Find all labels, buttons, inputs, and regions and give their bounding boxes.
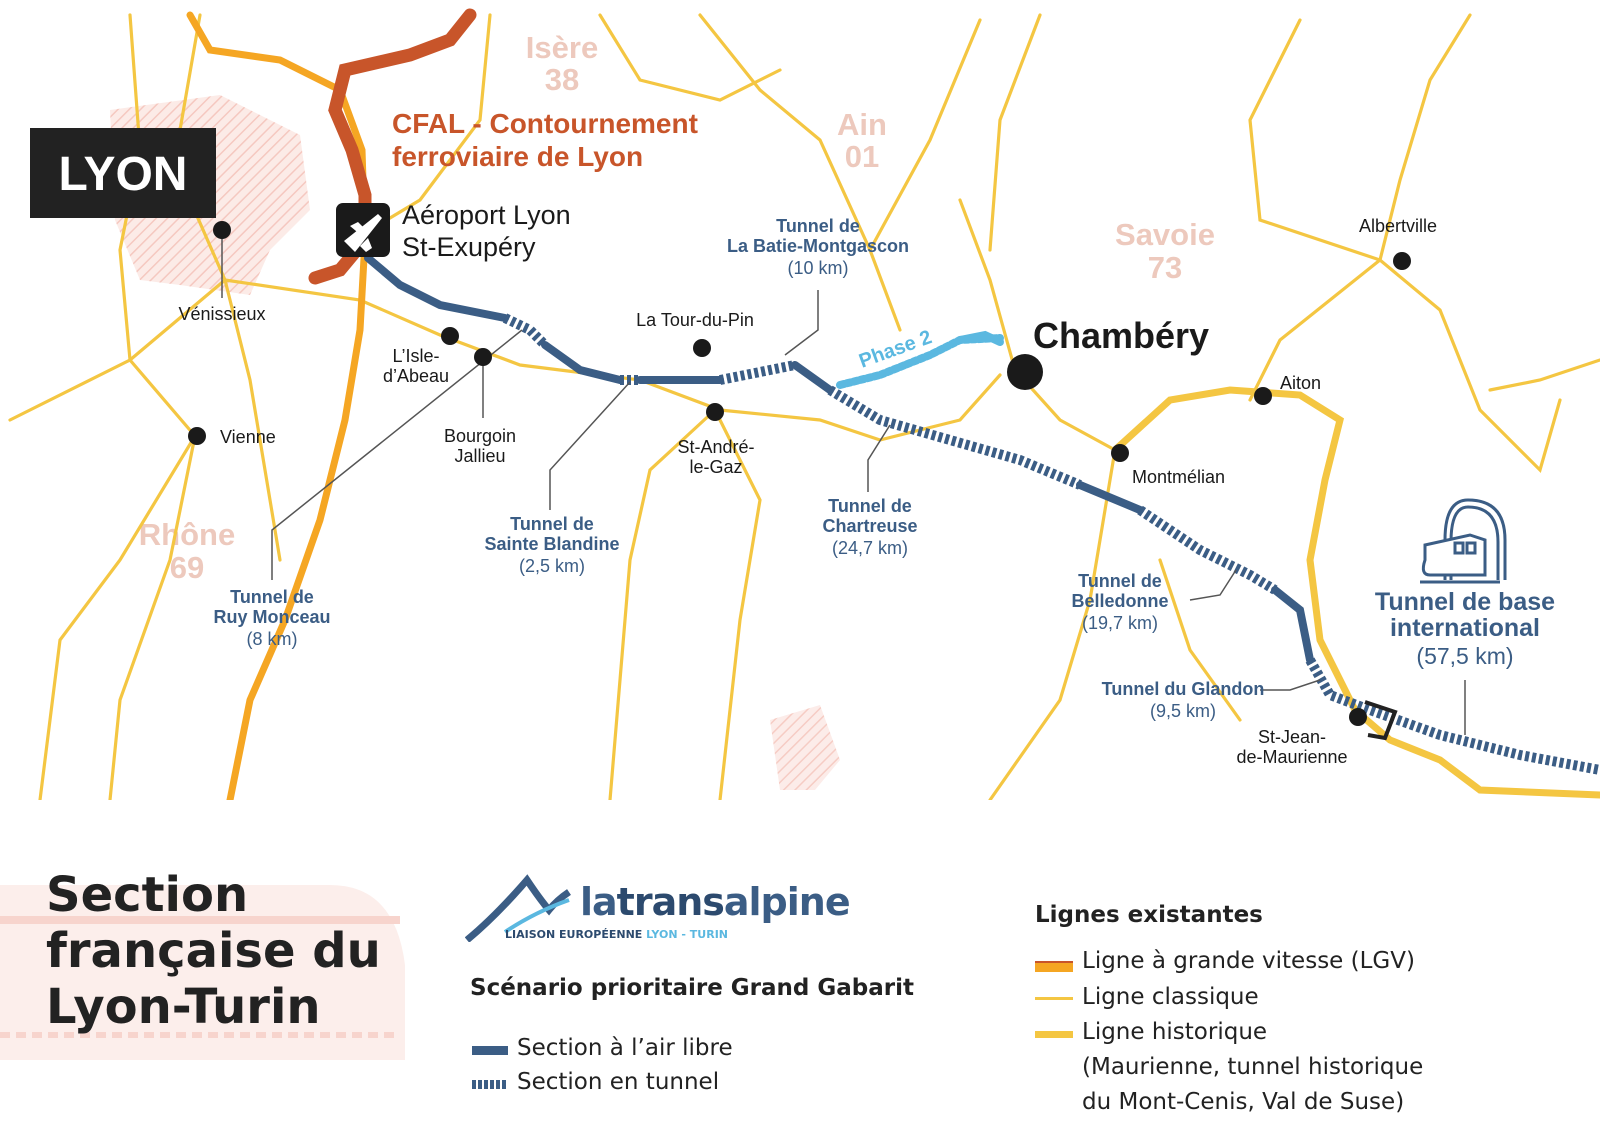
dept-isere-name: Isère bbox=[526, 30, 598, 65]
legend-title-block: Section française du Lyon-Turin bbox=[0, 865, 420, 1085]
logo-la: la bbox=[580, 880, 618, 924]
legend-lgv: Ligne à grande vitesse (LGV) bbox=[1082, 948, 1415, 974]
logo-alpine: alpine bbox=[723, 880, 851, 924]
city-albertville: Albertville bbox=[1359, 216, 1437, 236]
glandon-bracket bbox=[1364, 700, 1398, 741]
dept-rhone-name: Rhône bbox=[139, 517, 235, 552]
dept-ain-name: Ain bbox=[837, 107, 887, 142]
city-standre-line1: St-André- bbox=[677, 437, 754, 457]
legend-main-title-1: Section bbox=[46, 867, 249, 923]
tunnel-base-line2: international bbox=[1390, 614, 1540, 642]
tunnel-glandon-line1: Tunnel du Glandon bbox=[1102, 679, 1265, 699]
dot-venissieux bbox=[213, 221, 231, 239]
logo-trans: trans bbox=[616, 880, 725, 924]
dot-vienne bbox=[188, 427, 206, 445]
latransalpine-logo: latransalpine LIAISON EUROPÉENNE LYON - … bbox=[465, 872, 851, 942]
cfal-label-line1: CFAL - Contournement bbox=[392, 108, 698, 139]
city-chambery: Chambéry bbox=[1033, 315, 1209, 356]
city-standre-line2: le-Gaz bbox=[689, 457, 742, 477]
city-lisle-line1: L’Isle- bbox=[392, 346, 439, 366]
tunnel-ruy-line2: Ruy Monceau bbox=[213, 607, 330, 627]
city-vienne: Vienne bbox=[220, 427, 276, 447]
tunnel-base-line3: (57,5 km) bbox=[1416, 643, 1513, 669]
tunnel-chartreuse-line3: (24,7 km) bbox=[832, 538, 908, 558]
dot-montmelian bbox=[1111, 444, 1129, 462]
dept-ain-code: 01 bbox=[845, 139, 879, 174]
tunnel-ruy-line3: (8 km) bbox=[247, 629, 298, 649]
lyon-label: LYON bbox=[59, 148, 188, 201]
tunnel-chartreuse-line1: Tunnel de bbox=[828, 496, 912, 516]
tunnel-ruy-line1: Tunnel de bbox=[230, 587, 314, 607]
airport-label-line2: St-Exupéry bbox=[402, 232, 536, 262]
dot-standre bbox=[706, 403, 724, 421]
city-latour: La Tour-du-Pin bbox=[636, 310, 754, 330]
lgv-line bbox=[186, 11, 369, 800]
legend-historique-detail-1: (Maurienne, tunnel historique bbox=[1082, 1054, 1424, 1080]
legend-main-title-2: française du bbox=[46, 923, 381, 979]
city-bourgoin-line2: Jallieu bbox=[454, 446, 505, 466]
route-open-air bbox=[364, 254, 1314, 664]
tunnel-glandon-line2: (9,5 km) bbox=[1150, 701, 1216, 721]
city-lisle-line2: d’Abeau bbox=[383, 366, 449, 386]
legend-tunnel: Section en tunnel bbox=[517, 1069, 720, 1095]
dot-albertville bbox=[1393, 252, 1411, 270]
city-dots bbox=[188, 221, 1411, 726]
swatch-lgv bbox=[1035, 961, 1073, 972]
tunnel-blandine-line3: (2,5 km) bbox=[519, 556, 585, 576]
legend-classique: Ligne classique bbox=[1082, 984, 1259, 1010]
dept-savoie-code: 73 bbox=[1148, 250, 1182, 285]
train-watermark-icon bbox=[0, 885, 405, 1060]
legend-open-air: Section à l’air libre bbox=[517, 1035, 733, 1061]
route-tunnel bbox=[502, 313, 1600, 775]
existing-lines-title: Lignes existantes bbox=[1035, 902, 1263, 928]
dept-isere-code: 38 bbox=[545, 62, 579, 97]
dot-lisle bbox=[441, 327, 459, 345]
lyon-turin-map: Isère 38 Ain 01 Savoie 73 Rhône 69 bbox=[8, 8, 1600, 800]
legend-historique: Ligne historique bbox=[1082, 1019, 1268, 1045]
tunnel-chartreuse-line2: Chartreuse bbox=[822, 516, 917, 536]
tunnel-blandine-line1: Tunnel de bbox=[510, 514, 594, 534]
train-tunnel-icon bbox=[1420, 498, 1507, 584]
tunnel-batie-line1: Tunnel de bbox=[776, 216, 860, 236]
phase2-line bbox=[836, 330, 1004, 389]
legend-main-title-3: Lyon-Turin bbox=[46, 979, 321, 1035]
city-bourgoin-line1: Bourgoin bbox=[444, 426, 516, 446]
logo-subtitle-1: LIAISON EUROPÉENNE bbox=[505, 928, 647, 941]
tunnel-belledonne-line3: (19,7 km) bbox=[1082, 613, 1158, 633]
scenario-title: Scénario prioritaire Grand Gabarit bbox=[470, 975, 914, 1001]
leader-lines bbox=[221, 230, 1466, 735]
city-venissieux: Vénissieux bbox=[178, 304, 265, 324]
dot-bourgoin bbox=[474, 348, 492, 366]
tunnel-belledonne-line1: Tunnel de bbox=[1078, 571, 1162, 591]
swatch-open-air bbox=[472, 1046, 508, 1055]
dot-aiton bbox=[1254, 387, 1272, 405]
dot-chambery bbox=[1007, 354, 1043, 390]
city-stjean-line2: de-Maurienne bbox=[1236, 747, 1347, 767]
dot-latour bbox=[693, 339, 711, 357]
city-montmelian: Montmélian bbox=[1132, 467, 1225, 487]
dept-savoie-name: Savoie bbox=[1115, 217, 1215, 252]
city-stjean-line1: St-Jean- bbox=[1258, 727, 1326, 747]
lyon-label-box bbox=[30, 128, 216, 218]
cfal-label-line2: ferroviaire de Lyon bbox=[392, 141, 643, 172]
dept-rhone-code: 69 bbox=[170, 550, 204, 585]
tunnel-belledonne-line2: Belledonne bbox=[1071, 591, 1168, 611]
airplane-icon bbox=[336, 203, 390, 257]
historic-line bbox=[1111, 386, 1600, 799]
tunnel-batie-line2: La Batie-Montgascon bbox=[727, 236, 909, 256]
tunnel-batie-line3: (10 km) bbox=[787, 258, 848, 278]
tunnel-base-line1: Tunnel de base bbox=[1375, 588, 1555, 616]
swatch-historique bbox=[1035, 1031, 1073, 1038]
tunnel-blandine-line2: Sainte Blandine bbox=[484, 534, 619, 554]
mountain-logo-icon bbox=[465, 874, 571, 942]
airport-label-line1: Aéroport Lyon bbox=[402, 200, 571, 230]
classic-lines bbox=[8, 13, 1600, 800]
legend-historique-detail-2: du Mont-Cenis, Val de Suse) bbox=[1082, 1089, 1405, 1115]
swatch-classique bbox=[1035, 997, 1073, 1000]
city-aiton: Aiton bbox=[1280, 373, 1321, 393]
swatch-tunnel bbox=[472, 1080, 508, 1089]
logo-subtitle-2: LYON - TURIN bbox=[646, 928, 728, 941]
dot-stjean bbox=[1349, 708, 1367, 726]
